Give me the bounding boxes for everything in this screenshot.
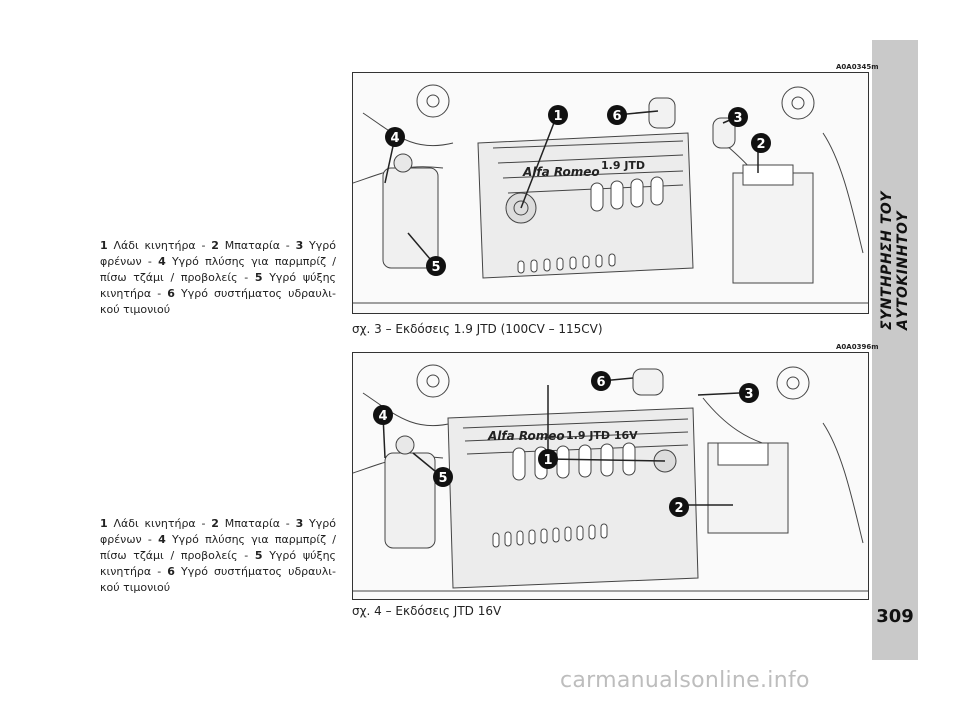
callout-3: 3 <box>733 111 742 126</box>
legend-num: 2 <box>211 239 219 252</box>
legend-num: 6 <box>167 287 175 300</box>
engine-label-1: 1.9 JTD <box>601 159 645 172</box>
callout-5: 5 <box>431 260 440 275</box>
callout-4: 4 <box>390 131 399 146</box>
callout-3: 3 <box>744 387 753 402</box>
legend-text: Υγρό συστήματος υδραυλι-κού τιμονιού <box>100 565 336 594</box>
figure-code-2: A0A0396m <box>836 343 879 351</box>
callout-1: 1 <box>543 453 552 468</box>
callouts-1: 1 2 3 4 5 6 <box>385 105 771 276</box>
legend-text: Υγρό πλύσης για παρμπρίζ / πίσω τζάμι / … <box>100 533 336 562</box>
legend-num: 4 <box>158 255 166 268</box>
legend-num: 6 <box>167 565 175 578</box>
callout-2: 2 <box>756 137 765 152</box>
legend-text: Λάδι κινητήρα - <box>107 239 212 252</box>
legend-text: Υγρό ψύξης κινητήρα - <box>100 271 337 300</box>
legend-text: Υγρό πλύσης για παρμπρίζ / πίσω τζάμι / … <box>100 255 336 284</box>
watermark: carmanualsonline.info <box>560 668 810 693</box>
legend-num: 5 <box>254 549 263 562</box>
legend-num: 3 <box>295 517 304 530</box>
brand-logo-1: Alfa Romeo <box>522 165 600 179</box>
legend-text: Υγρό φρένων - <box>100 517 336 546</box>
engine-figure-1: Alfa Romeo 1.9 JTD 1 2 3 4 5 6 <box>352 72 869 314</box>
legend-text: Υγρό συστήματος υδραυλι-κού τιμονιού <box>100 287 336 316</box>
callout-1: 1 <box>553 109 562 124</box>
legend-text: Υγρό φρένων - <box>100 239 336 268</box>
legend-num: 5 <box>254 271 263 284</box>
callout-4: 4 <box>378 409 387 424</box>
engine-illustration-2: Alfa Romeo 1.9 JTD 16V 1 2 3 4 5 6 <box>352 364 868 592</box>
legend-block-1: 1 Λάδι κινητήρα - 2 Μπαταρία - 3 Υγρό φρ… <box>100 238 336 318</box>
engine-label-2: 1.9 JTD 16V <box>566 429 638 442</box>
legend-num: 2 <box>211 517 219 530</box>
legend-num: 3 <box>295 239 304 252</box>
callout-6: 6 <box>612 109 621 124</box>
brand-logo-2: Alfa Romeo <box>487 429 565 443</box>
page-number: 309 <box>876 606 914 627</box>
sidebar-band <box>872 40 918 660</box>
legend-text: Μπαταρία - <box>218 239 296 252</box>
legend-block-2: 1 Λάδι κινητήρα - 2 Μπαταρία - 3 Υγρό φρ… <box>100 516 336 596</box>
figure-caption-1: σχ. 3 – Εκδόσεις 1.9 JTD (100CV – 115CV) <box>352 322 603 336</box>
engine-illustration-1: Alfa Romeo 1.9 JTD 1 2 3 4 5 6 <box>352 84 868 304</box>
callouts-2: 1 2 3 4 5 6 <box>373 371 759 517</box>
figure-code-1: A0A0345m <box>836 63 879 71</box>
figure-caption-2: σχ. 4 – Εκδόσεις JTD 16V <box>352 604 502 618</box>
callout-5: 5 <box>438 471 447 486</box>
section-title-text: ΣΥΝΤΗΡΗΣΗ ΤΟΥ ΑΥΤΟΚΙΝΗΤΟΥ <box>879 191 911 330</box>
legend-text: Μπαταρία - <box>218 517 296 530</box>
callout-6: 6 <box>596 375 605 390</box>
legend-num: 4 <box>158 533 166 546</box>
section-title: ΣΥΝΤΗΡΗΣΗ ΤΟΥ ΑΥΤΟΚΙΝΗΤΟΥ <box>872 70 918 330</box>
legend-text: Υγρό ψύξης κινητήρα - <box>100 549 337 578</box>
engine-figure-2: Alfa Romeo 1.9 JTD 16V 1 2 3 4 5 6 <box>352 352 869 600</box>
legend-num: 1 <box>100 517 108 530</box>
callout-2: 2 <box>674 501 683 516</box>
legend-text: Λάδι κινητήρα - <box>107 517 212 530</box>
legend-num: 1 <box>100 239 108 252</box>
